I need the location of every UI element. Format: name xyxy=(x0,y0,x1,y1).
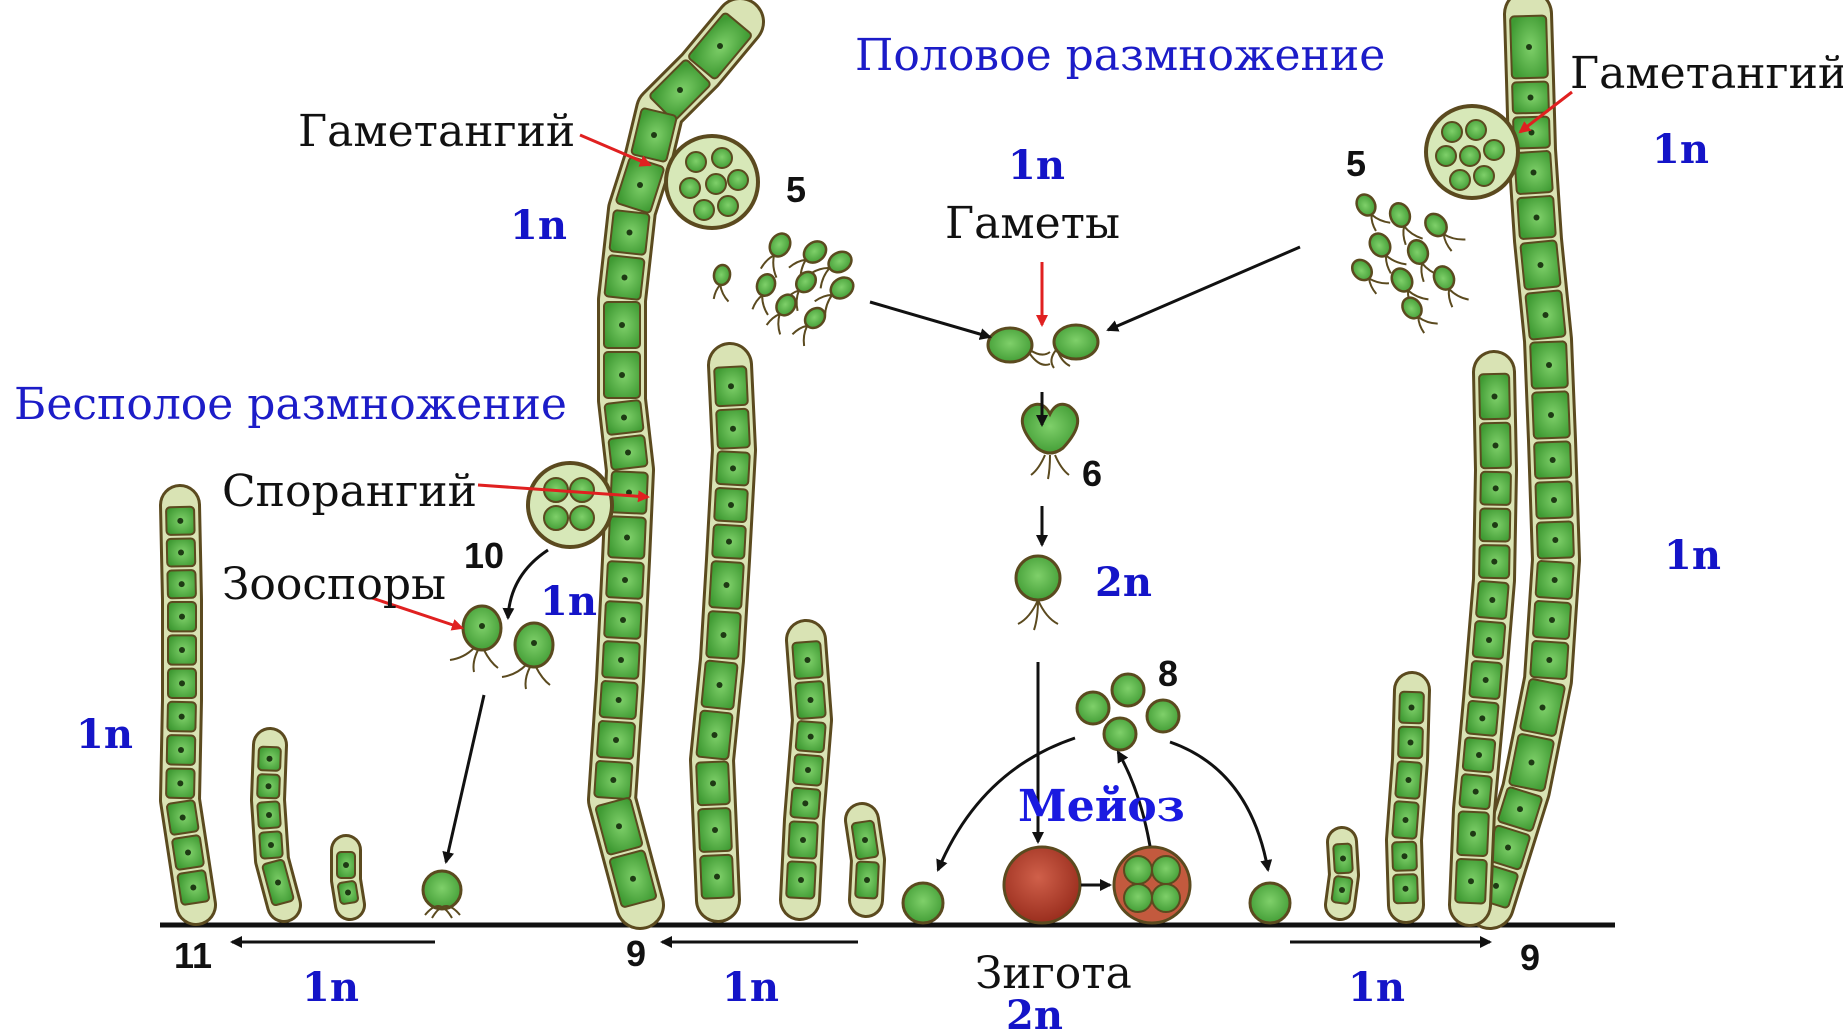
filament-10 xyxy=(1392,690,1424,905)
zygote-cell xyxy=(1004,847,1080,923)
gametangium-right-label: Гаметангий xyxy=(1570,52,1843,96)
filament-7 xyxy=(337,850,359,905)
gamete-cell xyxy=(1353,189,1390,233)
filament-11 xyxy=(1331,842,1353,905)
sporangium-label: Спорангий xyxy=(222,470,477,514)
gametangium-left-sac xyxy=(666,136,758,228)
stage-number: 11 xyxy=(174,938,212,974)
ploidy-label: 1n xyxy=(1652,130,1709,170)
ploidy-label: 1n xyxy=(1008,146,1065,186)
ploidy-label: 1n xyxy=(1664,536,1721,576)
ploidy-label: 1n xyxy=(540,582,597,622)
settled-zoospore xyxy=(423,871,461,918)
ploidy-label-diploid: 2n xyxy=(1095,563,1152,603)
ploidy-label: 1n xyxy=(722,968,779,1008)
filament-2 xyxy=(696,365,750,900)
zygote-tetrad xyxy=(1114,847,1190,923)
sporangium-sac xyxy=(528,463,612,547)
stage-number: 9 xyxy=(1520,940,1540,976)
gamete-cell xyxy=(1430,262,1468,310)
gametangium-right-sac xyxy=(1426,106,1518,198)
stage-number: 9 xyxy=(626,936,646,972)
ploidy-label: 1n xyxy=(302,968,359,1008)
gamete-cell xyxy=(1348,254,1389,297)
gamete-cell xyxy=(710,264,735,302)
filament-6 xyxy=(257,745,294,906)
zoospores-label: Зооспоры xyxy=(222,563,446,607)
settled-cell-left xyxy=(903,883,943,923)
gamete-cell xyxy=(1398,292,1437,336)
ploidy-label: 1n xyxy=(76,715,133,755)
settled-cell-right xyxy=(1250,883,1290,923)
label-pointers xyxy=(372,92,1572,628)
asexual-reproduction-title: Бесполое размножение xyxy=(14,383,567,427)
stage-number: 10 xyxy=(464,538,504,574)
zoospore-cell xyxy=(502,623,553,689)
meiosis-label: Мейоз xyxy=(1018,785,1185,829)
filament-5 xyxy=(166,505,209,905)
sexual-reproduction-title: Половое размножение xyxy=(855,34,1385,78)
ploidy-label: 1n xyxy=(510,206,567,246)
filament-4 xyxy=(851,820,878,900)
zoospore-cell xyxy=(450,606,501,672)
filament-3 xyxy=(786,640,826,900)
stage-number: 6 xyxy=(1082,456,1102,492)
ploidy-label: 1n xyxy=(1348,968,1405,1008)
gamete-cell xyxy=(757,230,798,278)
gametes-label: Гаметы xyxy=(945,202,1120,246)
ploidy-label-diploid: 2n xyxy=(1006,996,1063,1031)
zygote-label: Зигота xyxy=(975,952,1132,996)
stage-number: 5 xyxy=(786,172,806,208)
stage-number: 8 xyxy=(1158,656,1178,692)
gametangium-left-label: Гаметангий xyxy=(298,110,575,154)
stage-number: 5 xyxy=(1346,146,1366,182)
